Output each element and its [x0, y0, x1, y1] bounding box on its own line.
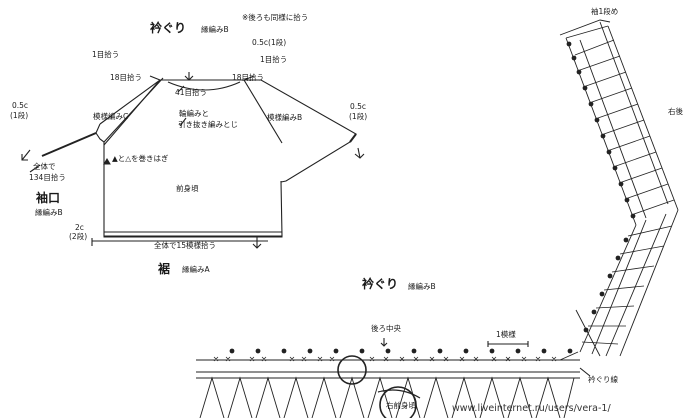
leader-41: [177, 85, 185, 93]
sweater-outline-top: [99, 79, 357, 183]
back-center-marker: [380, 338, 388, 347]
chart-row1-label: 袖1段め: [591, 7, 619, 16]
neck-chart-dots: [229, 348, 573, 354]
neckline-title: 衿ぐり: [150, 21, 187, 35]
armhole-seam-left: [103, 79, 161, 146]
chart-stitch: 縁編みB: [408, 282, 436, 291]
total-arrow: [29, 164, 41, 173]
pick-18-left: 18目拾う: [110, 73, 143, 82]
sweater-outline-left: [95, 123, 283, 237]
hem-band: [103, 231, 283, 238]
pick-41: 41目拾う: [175, 88, 208, 97]
neckline-stitch: 縁編みB: [201, 25, 229, 34]
neck-chart-stitches: [213, 356, 557, 362]
hem-pick: 全体で15模様拾う: [154, 241, 217, 250]
pick-one-right: 1目拾う: [260, 55, 288, 64]
triangle-note: ▲と△を巻きはぎ: [112, 154, 169, 163]
leader-18-left: [149, 75, 161, 81]
cuff-arrow-left: [21, 149, 31, 161]
hem-stitch: 縁編みA: [182, 265, 210, 274]
hem-height: 2c: [75, 223, 84, 232]
left-edge-rows: (1段): [10, 111, 29, 120]
back-note: ※後ろも同様に拾う: [242, 13, 309, 22]
right-sleeve-pattern: 模様編みB: [267, 113, 303, 122]
yoke-chart: [559, 19, 679, 361]
total-134-b: 134目拾う: [29, 173, 66, 182]
chart-shoulder-label: 右後: [668, 107, 683, 116]
total-134-a: 全体で: [33, 162, 56, 171]
leader-join: [179, 117, 187, 127]
yoke-dots: [566, 41, 636, 333]
right-edge-height: 0.5c: [350, 102, 367, 111]
left-edge-height: 0.5c: [12, 101, 29, 110]
hem-arrow-right: [252, 236, 262, 249]
chart-back-center: 後ろ中央: [371, 324, 401, 333]
yoke-chart-rungs: [574, 39, 675, 345]
chart-bottom-label: 右前身頃: [386, 401, 416, 410]
pick-one-left: 1目拾う: [92, 50, 120, 59]
chart-title: 衿ぐり: [362, 277, 399, 291]
body-label: 前身頃: [176, 184, 199, 193]
join-note-2: 引き抜き編みとじ: [178, 120, 238, 129]
right-edge-rows: (1段): [349, 112, 368, 121]
join-note-1: 輪編みと: [179, 109, 209, 118]
cuff-stitch: 縁編みB: [35, 208, 63, 217]
neck-rows-right: 0.5c(1段): [252, 38, 287, 47]
leader-18-right: [243, 75, 255, 81]
repeat-bracket: [487, 341, 529, 347]
hem-title: 裾: [158, 262, 171, 276]
right-cuff-band: [349, 133, 357, 143]
left-cuff-band: [41, 132, 97, 157]
triangle-markers: [103, 158, 111, 165]
end-arrow: [579, 367, 591, 377]
pick-18-right: 18目拾う: [232, 73, 265, 82]
watermark: www.liveinternet.ru/users/vera-1/: [452, 403, 611, 414]
neckline-curve: [167, 81, 241, 91]
chart-end-label: 衿ぐり線: [588, 375, 618, 384]
left-sleeve-pattern: 模様編みC: [93, 112, 129, 121]
cuff-arrow-right: [354, 147, 365, 159]
neck-arrow: [184, 72, 194, 81]
raglan-line-right: [243, 79, 283, 144]
chart-repeat: 1模様: [496, 330, 516, 339]
cuff-title: 袖口: [36, 191, 61, 205]
hem-rows: (2段): [69, 232, 88, 241]
neck-chart: [196, 355, 580, 418]
